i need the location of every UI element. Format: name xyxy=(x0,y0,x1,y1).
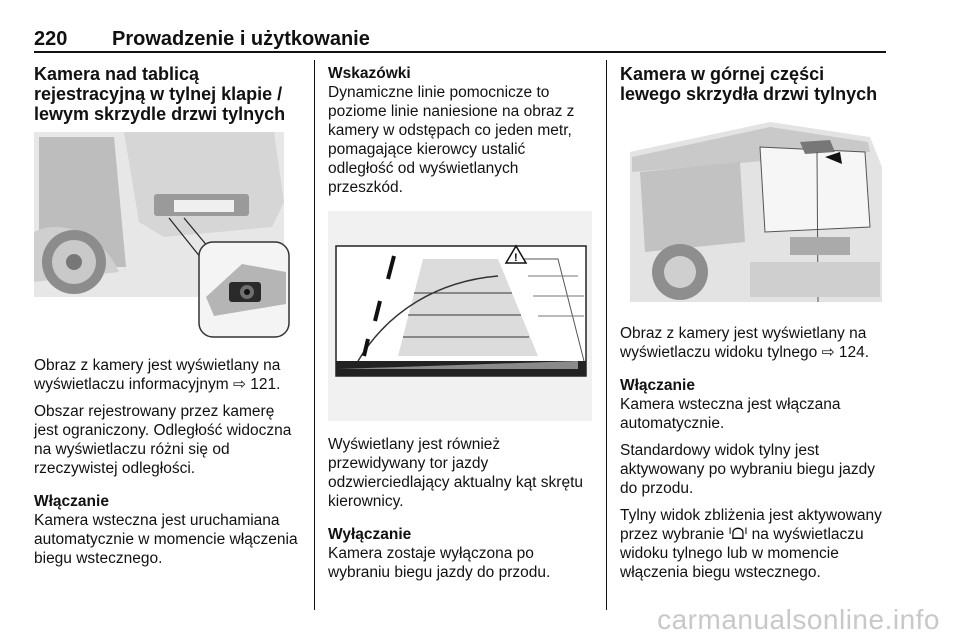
paragraph-predicted-path: Wyświetlany jest również przewidywany to… xyxy=(328,436,584,510)
camera-guidelines-illustration: ! xyxy=(328,211,592,421)
page-number: 220 xyxy=(34,28,68,50)
paragraph-auto-enable: Kamera wsteczna jest włączana automatycz… xyxy=(620,396,841,432)
page-header: 220 Prowadzenie i użytkowanie xyxy=(34,28,886,50)
subheading-disable: Wyłączanie xyxy=(328,526,412,543)
column-divider-1 xyxy=(314,60,315,610)
paragraph-standard-view: Standardowy widok tylny jest aktywowany … xyxy=(620,442,876,497)
paragraph-display-ref: Obraz z kamery jest wyświetlany na wyświ… xyxy=(34,357,281,393)
paragraph-range-note: Obszar rejestrowany przez kamerę jest og… xyxy=(34,403,292,477)
page-title: Prowadzenie i użytkowanie xyxy=(112,28,370,50)
column-2: Wskazówki Dynamiczne linie pomocnicze to… xyxy=(328,64,594,590)
column-1: Kamera nad tablicą rejestracyjną w tylne… xyxy=(34,64,300,576)
tailgate-camera-illustration xyxy=(34,132,292,342)
paragraph-rear-view-ref: Obraz z kamery jest wyświetlany na wyświ… xyxy=(620,325,870,361)
paragraph-disable: Kamera zostaje wyłączona po wybraniu bie… xyxy=(328,545,551,581)
subheading-enable: Włączanie xyxy=(34,493,109,510)
watermark: carmanualsonline.info xyxy=(657,604,940,635)
rear-door-camera-illustration xyxy=(620,112,884,312)
subheading-enable-roof: Włączanie xyxy=(620,377,695,394)
paragraph-zoom-view: Tylny widok zbliżenia jest aktywowany pr… xyxy=(620,507,882,581)
section-heading-roof-camera: Kamera w górnej części lewego skrzydła d… xyxy=(620,64,878,104)
header-divider xyxy=(34,51,886,53)
column-divider-2 xyxy=(606,60,607,610)
svg-text:!: ! xyxy=(514,252,518,264)
subheading-tips: Wskazówki xyxy=(328,65,411,82)
paragraph-guidelines: Dynamiczne linie pomocnicze to poziome l… xyxy=(328,84,575,196)
column-3: Kamera w górnej części lewego skrzydła d… xyxy=(620,64,886,590)
paragraph-enable: Kamera wsteczna jest uruchamiana automat… xyxy=(34,512,298,567)
section-heading-plate-camera: Kamera nad tablicą rejestracyjną w tylne… xyxy=(34,64,286,124)
